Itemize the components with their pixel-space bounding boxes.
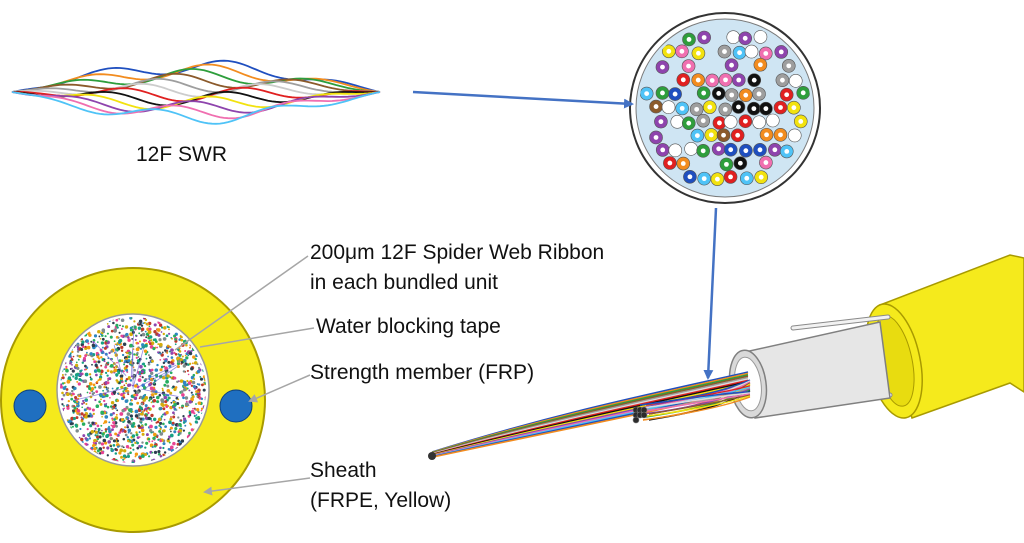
water-blocking-tape-label: Water blocking tape	[316, 314, 501, 340]
swr-label: 12F SWR	[136, 142, 227, 168]
bundled-unit-cross-section	[630, 13, 820, 203]
cable-cross-section	[1, 268, 265, 532]
strength-member-right	[220, 390, 252, 422]
strength-member-label: Strength member (FRP)	[310, 360, 534, 386]
ribbon-label: 200μm 12F Spider Web Ribbon	[310, 240, 604, 266]
bundle-to-cable-arrow	[708, 208, 716, 378]
cable-side-view	[428, 255, 1024, 460]
strength-member-left	[14, 390, 46, 422]
spider-web-ribbon-illustration	[12, 61, 380, 124]
ribbon-label-line2: in each bundled unit	[310, 270, 498, 296]
swr-to-bundle-arrow	[413, 92, 632, 104]
sheath-label: Sheath	[310, 458, 377, 484]
sheath-label-line2: (FRPE, Yellow)	[310, 488, 451, 514]
